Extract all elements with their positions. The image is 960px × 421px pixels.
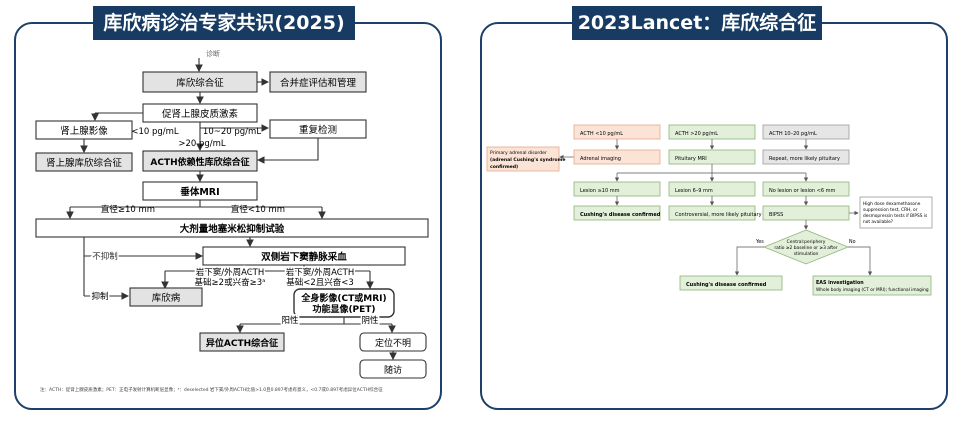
r-primary-3: confirmed) xyxy=(490,164,518,170)
r-note-2: suppression test, CRH, or xyxy=(863,207,918,213)
node-cushing-disease-label: 库欣病 xyxy=(152,292,181,304)
r-diamond-1: Central:periphery xyxy=(787,239,826,245)
node-cushing-label: 库欣综合征 xyxy=(176,77,224,89)
r-note-4: not available? xyxy=(863,219,893,225)
node-ectopic xyxy=(199,332,285,352)
right-panel xyxy=(480,22,948,410)
node-hddst-label: 大剂量地塞米松抑制试验 xyxy=(180,223,285,235)
node-acth-dependent-label: ACTH依赖性库欣综合征 xyxy=(150,156,249,168)
label-d-ge10: 直径≥10 mm xyxy=(101,204,155,215)
right-title: 2023Lancet：库欣综合征 xyxy=(572,6,822,40)
r-diamond-2: ratio ≥2 baseline or ≥3 after xyxy=(774,245,838,251)
node-whole-body-label: 全身影像(CT或MRI) xyxy=(300,292,386,304)
r-note-3: desmopressin tests if BIPSS is xyxy=(863,213,928,219)
node-adrenal-imaging-label: 肾上腺影像 xyxy=(60,125,108,137)
r-cd-confirmed-2 xyxy=(679,275,783,291)
r-controversial xyxy=(668,205,756,221)
r-pituitary-mri-label: Pituitary MRI xyxy=(675,156,707,162)
r-repeat-label: Repeat, more likely pituitary xyxy=(769,156,840,162)
node-undetermined-label: 定位不明 xyxy=(375,337,411,349)
r-lesion-ge10-label: Lesion ≥10 mm xyxy=(580,188,620,194)
label-negative: 阴性 xyxy=(361,315,379,326)
r-diamond xyxy=(762,229,850,265)
label-ratio-hi-1: 岩下窦/外周ACTH xyxy=(196,267,265,278)
r-note-1: High dose dexamethasone xyxy=(863,201,921,207)
r-cd-confirmed-2-label: Cushing's disease confirmed xyxy=(686,282,767,288)
node-pituitary-mri-label: 垂体MRI xyxy=(180,186,219,198)
r-cd-confirmed-1-label: Cushing's disease confirmed xyxy=(580,212,661,218)
node-acth-test-label: 促肾上腺皮质激素 xyxy=(162,108,239,120)
node-adrenal-cushing-label: 肾上腺库欣综合征 xyxy=(46,157,123,169)
r-repeat xyxy=(762,149,850,165)
r-no: No xyxy=(849,239,856,245)
r-primary-2: (adrenal Cushing's syndrome xyxy=(490,157,566,163)
top-fragment: 诊断 xyxy=(206,49,220,58)
node-hddst xyxy=(35,218,429,238)
r-primary-1: Primary adrenal disorder xyxy=(490,150,547,156)
r-controversial-label: Controversial, more likely pituitary xyxy=(675,212,762,218)
label-lt10: <10 pg/mL xyxy=(131,127,179,137)
r-acth-gt20-label: ACTH >20 pg/mL xyxy=(675,131,718,137)
r-bipss-label: BIPSS xyxy=(769,212,783,218)
node-repeat-test-label: 重复检测 xyxy=(299,124,337,136)
r-no-lesion-label: No lesion or lesion <6 mm xyxy=(769,188,835,194)
label-ratio-lo-1: 岩下窦/外周ACTH xyxy=(286,267,355,278)
r-primary-adrenal xyxy=(486,146,560,172)
label-suppress: 抑制 xyxy=(91,291,108,302)
r-diamond-3: stimulation xyxy=(794,251,819,257)
label-ratio-hi-2: 基础≥2或兴奋≥3ᵃ xyxy=(195,277,266,288)
node-ipss-label: 双侧岩下窦静脉采血 xyxy=(260,251,347,263)
r-eas xyxy=(812,275,932,296)
r-eas-1: EAS investigation xyxy=(816,280,864,286)
label-ratio-lo-2: 基础<2且兴奋<3 xyxy=(286,277,354,288)
label-d-lt10: 直径<10 mm xyxy=(231,204,285,215)
node-comorbidity xyxy=(269,71,367,93)
r-yes: Yes xyxy=(755,239,764,245)
label-positive: 阳性 xyxy=(281,315,299,326)
r-adrenal-imaging-label: Adrenal imaging xyxy=(580,156,621,162)
r-lesion-6-9-label: Lesion 6–9 mm xyxy=(675,188,713,194)
label-range: 10~20 pg/mL xyxy=(203,127,261,137)
right-flowchart: ACTH <10 pg/mL ACTH >20 pg/mL ACTH 10–20… xyxy=(486,124,933,296)
r-adrenal-imaging xyxy=(573,149,661,165)
node-cushing-disease xyxy=(129,287,203,307)
r-acth-10-20-label: ACTH 10–20 pg/mL xyxy=(769,131,817,137)
label-no-suppress: 不抑制 xyxy=(92,251,118,262)
r-acth-lt10-label: ACTH <10 pg/mL xyxy=(580,131,623,137)
node-comorbidity-label: 合并症评估和管理 xyxy=(280,77,357,89)
node-follow-up-label: 随访 xyxy=(384,364,402,376)
r-eas-2: Whole body imaging (CT or MRI); function… xyxy=(816,287,929,293)
node-functional-label: 功能显像(PET) xyxy=(312,303,375,315)
node-ectopic-label: 异位ACTH综合征 xyxy=(206,337,278,349)
label-gt20: >20 pg/mL xyxy=(178,139,226,149)
node-adrenal-cushing xyxy=(35,152,133,172)
r-cd-confirmed-1 xyxy=(573,205,661,221)
r-note xyxy=(859,196,933,229)
left-title: 库欣病诊治专家共识(2025) xyxy=(93,6,355,40)
node-follow-up xyxy=(359,359,427,379)
footnote: 注：ACTH：促肾上腺皮质激素；PET：正电子发射计算机断层显像；ᵃ：desel… xyxy=(40,386,383,393)
